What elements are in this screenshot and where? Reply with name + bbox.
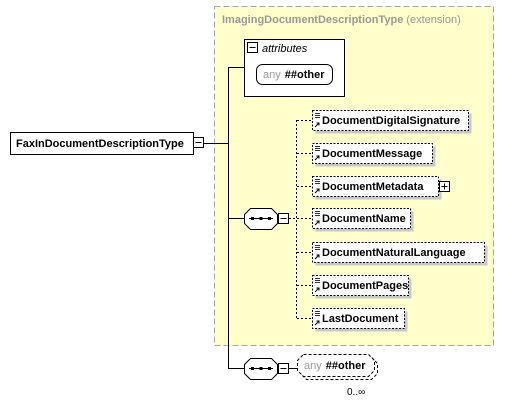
any-other-box[interactable]	[297, 354, 375, 377]
element-doc-icon	[315, 146, 320, 151]
extension-title: ImagingDocumentDescriptionType(extension…	[222, 14, 461, 26]
element-box-document-metadata[interactable]	[312, 176, 439, 197]
element-doc-icon	[315, 311, 320, 316]
element-doc-icon	[315, 245, 320, 250]
root-element-label: FaxInDocumentDescriptionType	[16, 138, 184, 150]
reference-arrow-icon	[314, 188, 320, 194]
element-box-document-natural-language[interactable]	[312, 242, 485, 263]
reference-arrow-icon	[314, 254, 320, 260]
element-box-document-pages[interactable]	[312, 275, 409, 296]
element-label-document-natural-language: DocumentNaturalLanguage	[322, 247, 466, 259]
reference-arrow-icon	[314, 122, 320, 128]
element-doc-icon	[315, 179, 320, 184]
reference-arrow-icon	[314, 220, 320, 226]
element-label-last-document: LastDocument	[322, 313, 399, 325]
element-doc-icon	[315, 113, 320, 118]
element-box-last-document[interactable]	[312, 308, 405, 329]
element-label-document-name: DocumentName	[322, 213, 406, 225]
element-box-document-name[interactable]	[312, 208, 411, 229]
element-label-document-message: DocumentMessage	[322, 148, 422, 160]
element-box-document-digital-signature[interactable]	[312, 110, 469, 131]
element-box-document-message[interactable]	[312, 143, 433, 164]
any-other-occurrence: 0..∞	[347, 387, 365, 398]
element-doc-icon	[315, 211, 320, 216]
reference-arrow-icon	[314, 320, 320, 326]
element-label-document-pages: DocumentPages	[322, 280, 408, 292]
attributes-title: attributes	[262, 43, 308, 55]
attributes-any-text: any##other	[263, 69, 325, 81]
element-label-document-metadata: DocumentMetadata	[322, 181, 424, 193]
reference-arrow-icon	[314, 155, 320, 161]
reference-arrow-icon	[314, 287, 320, 293]
any-other-text: any##other	[304, 360, 366, 372]
element-doc-icon	[315, 278, 320, 283]
attributes-any-box[interactable]	[256, 64, 333, 85]
element-label-document-digital-signature: DocumentDigitalSignature	[322, 115, 460, 127]
